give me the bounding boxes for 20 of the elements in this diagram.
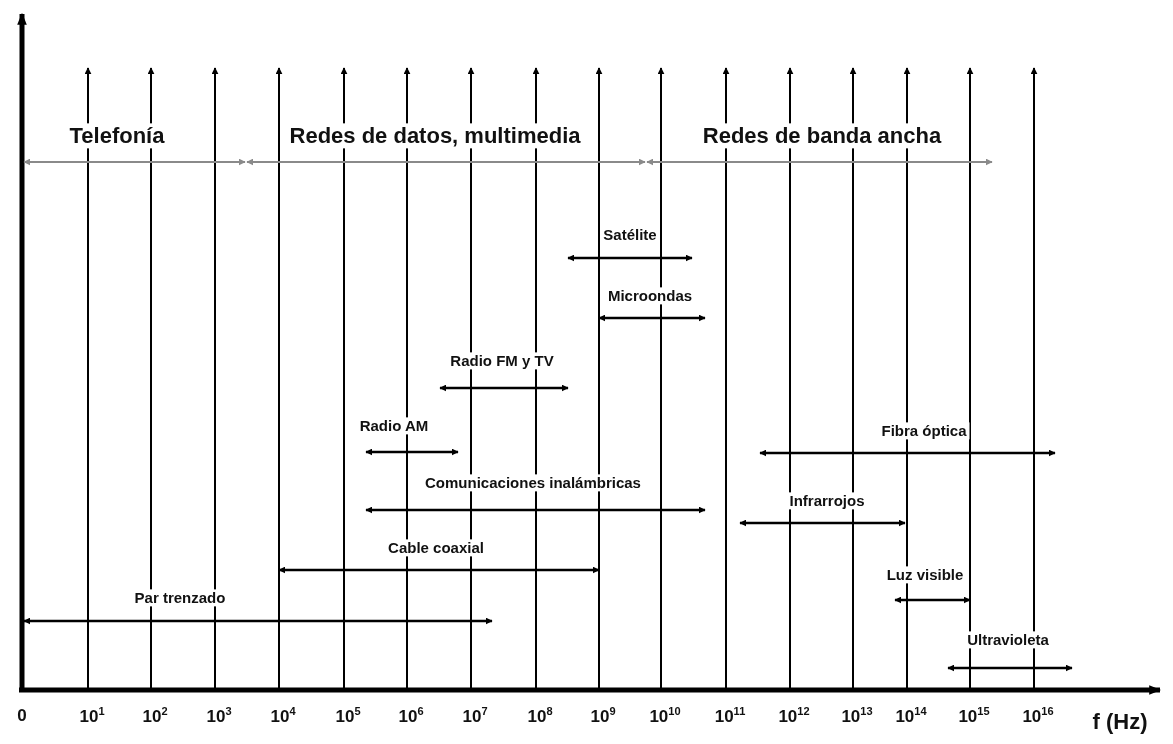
axis-title: f (Hz) <box>1091 709 1149 735</box>
tick-label: 10$^{16}$ <box>1021 705 1055 727</box>
tick-label: 10$^{3}$ <box>205 705 233 727</box>
tick-label: 10$^{7}$ <box>461 705 489 727</box>
tick-label: 0 <box>16 706 28 726</box>
tick-label: 10$^{9}$ <box>589 705 617 727</box>
tick-label: 10$^{12}$ <box>777 705 811 727</box>
tick-label: 10$^{8}$ <box>526 705 554 727</box>
tick-label: 10$^{4}$ <box>269 705 297 727</box>
tick-label: 10$^{1}$ <box>78 705 106 727</box>
tick-label: 10$^{10}$ <box>648 705 682 727</box>
tick-label: 10$^{13}$ <box>840 705 874 727</box>
tick-label: 10$^{5}$ <box>334 705 362 727</box>
tick-label: 10$^{15}$ <box>957 705 991 727</box>
tick-label: 10$^{11}$ <box>713 705 747 727</box>
tick-label: 10$^{2}$ <box>141 705 169 727</box>
tick-label: 10$^{14}$ <box>894 705 928 727</box>
range-label: Comunicaciones inalámbricas <box>422 474 644 492</box>
band-label: Telefonía <box>66 123 168 149</box>
tick-label: 10$^{6}$ <box>397 705 425 727</box>
